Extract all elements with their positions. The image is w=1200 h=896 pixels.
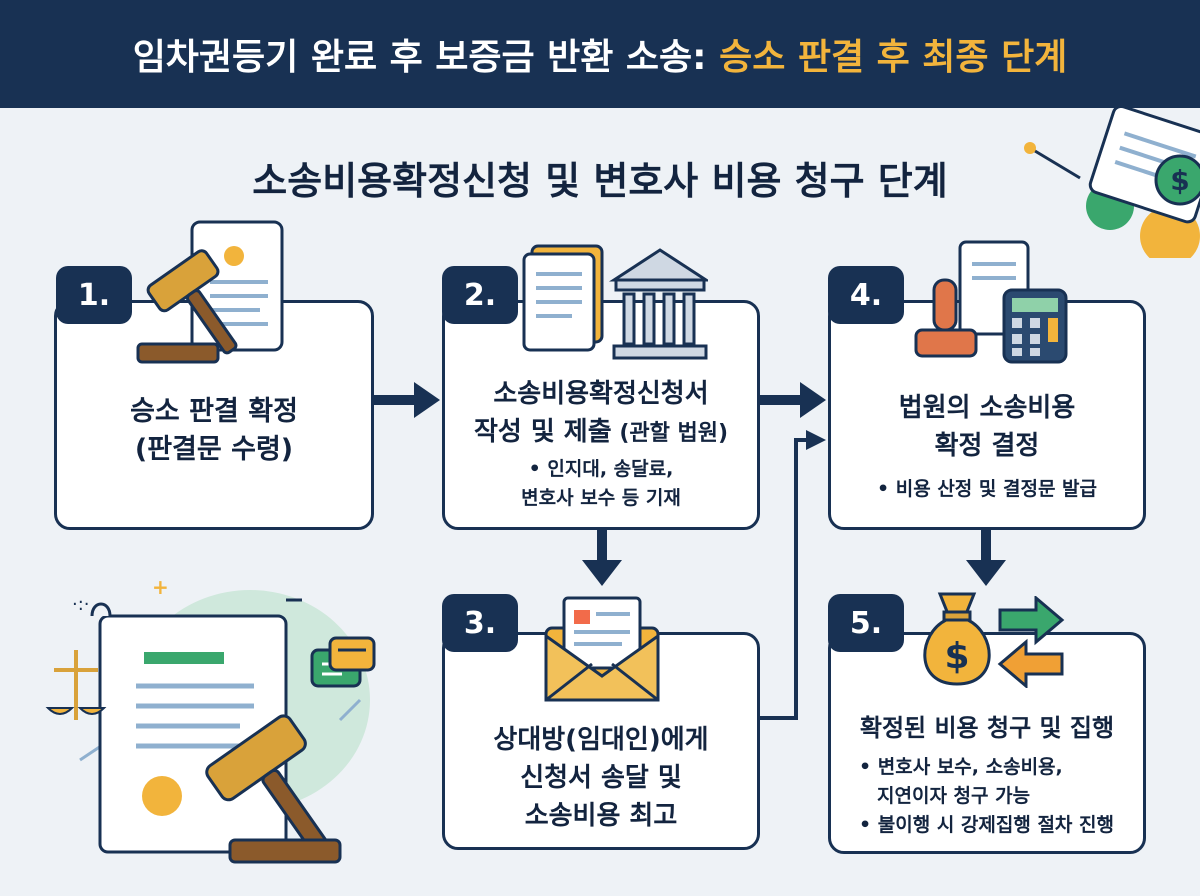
step-5-title-line1: 확정된 비용 청구 및 집행	[859, 714, 1115, 742]
envelope-icon	[544, 596, 660, 702]
step-5-bullet-line3: • 불이행 시 강제집행 절차 진행	[859, 814, 1114, 836]
step-3-title-line2: 신청서 송달 및	[520, 763, 682, 793]
documents-courthouse-icon	[522, 244, 708, 360]
svg-text:·:·: ·:·	[72, 594, 90, 615]
arrow-right-2-4	[760, 382, 826, 418]
step-4-title-line2: 확정 결정	[934, 431, 1040, 461]
step-5-bullet-line2: 지연이자 청구 가능	[877, 785, 1031, 807]
step-number-3: 3.	[442, 594, 518, 652]
step-2-title-line1: 소송비용확정신청서	[493, 379, 709, 409]
step-1-title-line1: 승소 판결 확정	[130, 396, 298, 427]
arrow-down-2-3	[582, 530, 622, 586]
section-subtitle: 소송비용확정신청 및 변호사 비용 청구 단계	[252, 159, 948, 203]
svg-text:+: +	[152, 575, 169, 599]
step-2-bullet-line2: 변호사 보수 등 기재	[521, 487, 681, 509]
step-card-5: 확정된 비용 청구 및 집행 • 변호사 보수, 소송비용, 지연이자 청구 가…	[828, 632, 1146, 854]
step-2-bullet-line1: • 인지대, 송달료,	[528, 458, 674, 480]
gavel-document-icon	[136, 220, 284, 364]
step-3-title-line1: 상대방(임대인)에게	[493, 725, 709, 755]
stamp-calculator-icon	[914, 240, 1068, 364]
judgment-illustration-icon: + ·:·	[45, 575, 376, 864]
document-coin-icon: $	[1024, 108, 1200, 258]
page-title-main: 임차권등기 완료 후 보증금 반환 소송:	[132, 37, 720, 78]
page-title-accent: 승소 판결 후 최종 단계	[719, 37, 1068, 78]
page-title: 임차권등기 완료 후 보증금 반환 소송: 승소 판결 후 최종 단계	[133, 28, 1068, 80]
step-number-4: 4.	[828, 266, 904, 324]
money-bag-dollar: $	[944, 636, 969, 677]
arrow-right-1-2	[374, 382, 440, 418]
exchange-arrows-icon	[997, 596, 1065, 688]
step-4-bullet-line1: • 비용 산정 및 결정문 발급	[876, 478, 1098, 500]
arrow-down-4-5	[966, 530, 1006, 586]
step-3-title-line3: 소송비용 최고	[524, 801, 678, 831]
dollar-symbol: $	[1170, 164, 1189, 197]
step-1-title-line2: (판결문 수령)	[134, 434, 294, 465]
step-2-title-line2: 작성 및 제출	[473, 417, 612, 447]
step-number-2: 2.	[442, 266, 518, 324]
step-4-title-line1: 법원의 소송비용	[898, 393, 1076, 423]
step-number-5: 5.	[828, 594, 904, 652]
step-number-1: 1.	[56, 266, 132, 324]
step-card-3: 상대방(임대인)에게 신청서 송달 및 소송비용 최고	[442, 632, 760, 850]
step-5-bullet-line1: • 변호사 보수, 소송비용,	[859, 756, 1063, 778]
arrow-connector-3-4	[760, 430, 826, 720]
header-banner: 임차권등기 완료 후 보증금 반환 소송: 승소 판결 후 최종 단계	[0, 0, 1200, 108]
step-2-title-court: (관할 법원)	[611, 421, 729, 446]
money-bag-icon: $	[923, 592, 991, 686]
